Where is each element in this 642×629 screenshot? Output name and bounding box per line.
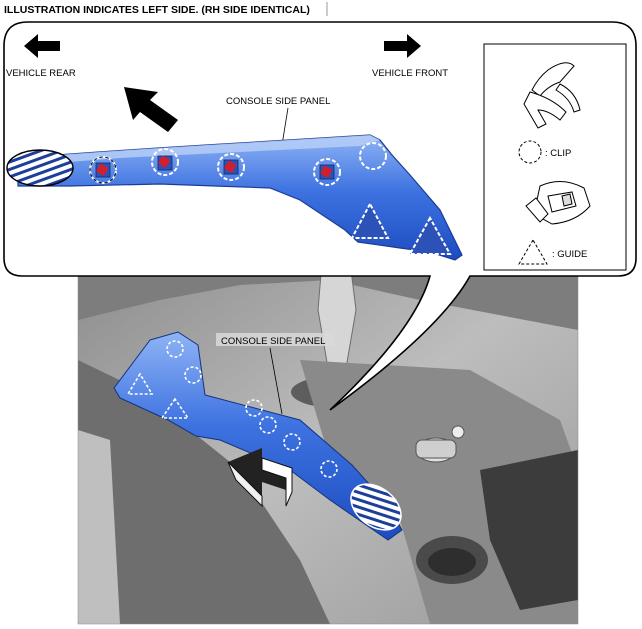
clip-red — [96, 163, 109, 176]
vehicle-rear-arrow-icon — [24, 34, 60, 58]
door-trim — [78, 430, 120, 624]
clip-red — [224, 160, 237, 173]
legend-clip-label: : CLIP — [545, 148, 571, 159]
vehicle-front-arrow-icon — [384, 34, 421, 58]
detail-panel-leader — [281, 107, 289, 146]
photo-label-bg — [216, 333, 334, 346]
legend-guide-icon — [518, 239, 548, 265]
cup-holder-inner — [428, 548, 476, 576]
photo-clip-marker — [283, 433, 301, 451]
photo-side-panel — [113, 331, 403, 541]
clip-red — [320, 165, 333, 178]
detail-clip-marker — [151, 148, 179, 176]
console-button — [451, 425, 465, 439]
detail-guide-marker — [350, 201, 390, 239]
photo-clip-marker — [320, 460, 338, 478]
guide-illustration — [525, 181, 591, 225]
commander-knob-body — [415, 439, 457, 459]
detail-guide-marker — [408, 215, 452, 255]
armrest — [480, 450, 578, 610]
vehicle-rear-label: VEHICLE REAR — [6, 68, 76, 79]
photo-panel-leader — [269, 347, 283, 415]
removal-arrow-side — [227, 461, 263, 508]
removal-arrow-face — [261, 457, 293, 507]
detail-hatched-area — [6, 149, 74, 187]
photo-panel-label: CONSOLE SIDE PANEL — [221, 336, 325, 347]
seat-area — [78, 360, 330, 624]
removal-direction-arrow-icon — [124, 87, 178, 132]
photo-guide-marker — [126, 372, 154, 395]
header-text: ILLUSTRATION INDICATES LEFT SIDE. (RH SI… — [4, 4, 310, 16]
detail-clip-marker-outline — [89, 156, 117, 184]
vehicle-front-label: VEHICLE FRONT — [372, 68, 448, 79]
detail-clip-marker — [313, 158, 341, 186]
removal-arrow — [228, 448, 292, 496]
detail-clip-marker — [359, 142, 387, 170]
clip-red — [158, 155, 171, 168]
legend-clip-icon — [518, 140, 542, 164]
photo-clip-marker — [166, 340, 184, 358]
photo-hatched-area — [350, 483, 402, 531]
photo-clip-marker — [184, 366, 202, 384]
clip-illustration — [523, 62, 581, 129]
photo-clip-marker — [259, 416, 277, 434]
detail-panel-label: CONSOLE SIDE PANEL — [226, 96, 330, 107]
legend-guide-label: : GUIDE — [552, 249, 587, 260]
detail-clip-marker — [217, 153, 245, 181]
vehicle-photo — [78, 262, 578, 624]
photo-guide-marker — [160, 397, 190, 419]
photo-clip-marker — [245, 399, 263, 417]
